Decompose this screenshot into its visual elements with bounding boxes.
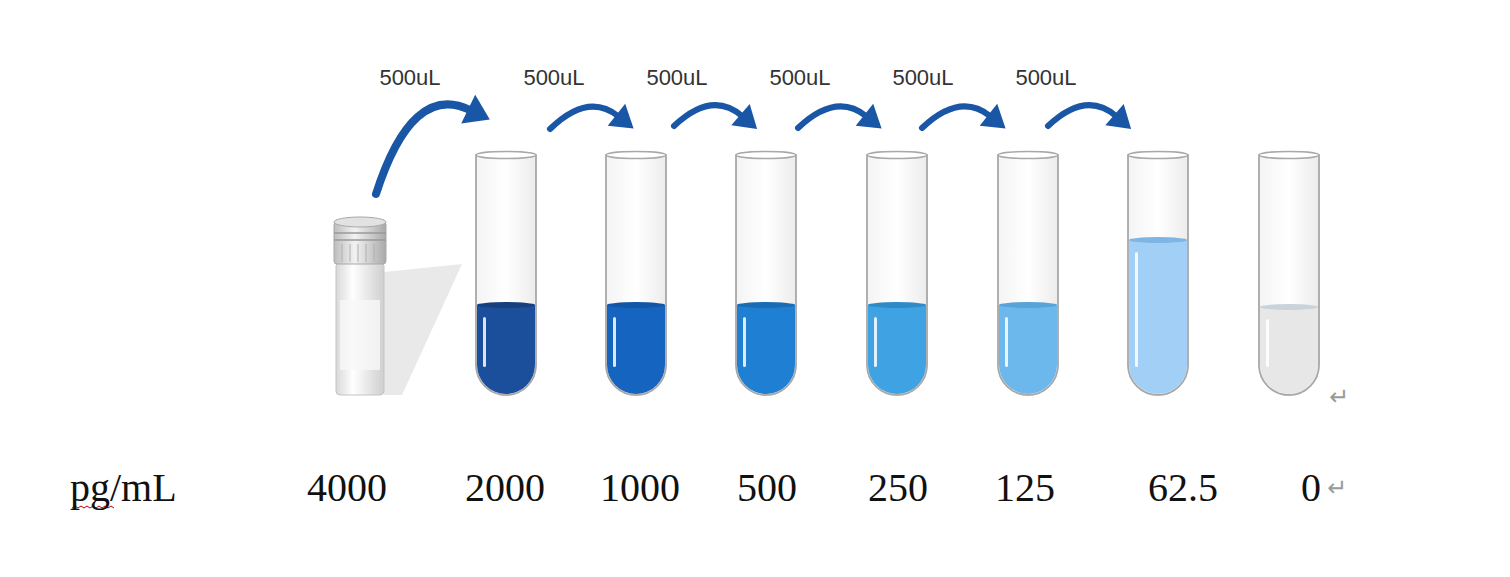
tube-outline [606,155,666,395]
tube-outline [1259,155,1319,395]
volume-label: 500uL [523,67,584,89]
transfer-arrow [674,104,757,129]
liquid-surface [477,302,535,308]
concentration-value: 125 [995,468,1055,508]
tube-outline [998,155,1058,395]
volume-label: 500uL [1015,67,1076,89]
tube-rim [1128,152,1188,159]
tube-rim [606,152,666,159]
liquid-surface [999,302,1057,308]
tube-glass [476,155,536,395]
concentration-value: 2000 [465,468,545,508]
tube-liquid [1129,240,1187,394]
concentration-value: 0 [1301,468,1321,508]
arrow-head [1105,104,1131,129]
paragraph-mark: ↵ [1327,476,1347,500]
concentration-value: 500 [737,468,797,508]
test-tube [1128,152,1188,396]
concentration-value: 4000 [307,468,387,508]
arrow-head [461,95,490,124]
test-tube [867,152,927,396]
test-tube [1259,152,1319,396]
glass-highlight [1135,252,1138,367]
test-tube [736,152,796,396]
test-tube [998,152,1058,396]
concentration-value: 1000 [600,468,680,508]
arrow-head [608,104,634,129]
arrow-shaft [922,106,990,128]
tube-rim [867,152,927,159]
arrow-shaft [798,106,866,128]
tube-outline [1128,155,1188,395]
tube-rim [1259,152,1319,159]
unit-label: pg/mL [70,468,177,508]
tube-liquid [737,305,795,394]
tube-outline [476,155,536,395]
glass-highlight [483,317,486,367]
test-tube [476,152,536,395]
tube-liquid [477,305,535,394]
liquid-surface [1260,304,1318,310]
transfer-arrow [922,104,1006,129]
liquid-surface [1129,237,1187,243]
paragraph-mark: ↵ [1329,385,1349,409]
volume-label: 500uL [646,67,707,89]
concentration-value: 250 [868,468,928,508]
test-tube [606,152,666,396]
arrow-head [980,104,1006,129]
tube-liquid [1260,307,1318,394]
tube-glass [867,155,927,395]
transfer-arrow [1048,104,1131,129]
volume-label: 500uL [769,67,830,89]
tube-rim [736,152,796,159]
tube-glass [998,155,1058,395]
liquid-surface [868,302,926,308]
volume-label: 500uL [379,67,440,89]
tube-rim [998,152,1058,159]
tube-glass [606,155,666,395]
glass-highlight [874,317,877,367]
glass-highlight [1005,317,1008,367]
liquid-surface [607,302,665,308]
liquid-surface [737,302,795,308]
tube-glass [1259,155,1319,395]
tube-liquid [999,305,1057,394]
tube-rim [476,152,536,159]
arrow-shaft [376,104,470,194]
transfer-arrow [798,104,882,129]
stock-vial [334,217,386,395]
arrow-head [856,104,882,129]
vial-shadow [384,264,462,395]
tube-outline [867,155,927,395]
volume-label: 500uL [892,67,953,89]
arrow-head [731,104,757,129]
tube-glass [736,155,796,395]
arrow-shaft [674,105,742,126]
glass-highlight [1266,319,1269,367]
glass-highlight [743,317,746,367]
tube-glass [1128,155,1188,395]
tube-liquid [868,305,926,394]
tube-outline [736,155,796,395]
transfer-arrow [550,104,634,129]
concentration-value: 62.5 [1148,468,1218,508]
glass-highlight [613,317,616,367]
tube-liquid [607,305,665,394]
transfer-arrow [376,95,490,194]
arrow-shaft [1048,105,1116,126]
